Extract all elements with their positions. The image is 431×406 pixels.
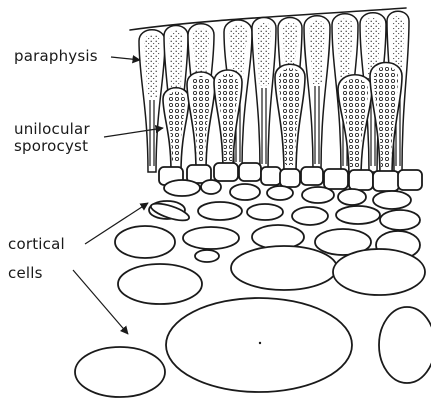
label-cortical: cortical [8, 235, 65, 253]
cortical-cell [115, 226, 175, 258]
sporocysts-group [163, 63, 402, 179]
cell-nucleus-dot [259, 342, 261, 344]
cortical-cell [302, 187, 334, 203]
basal-cell [324, 169, 348, 189]
cortical-cell [230, 184, 260, 200]
cortical-cell [75, 347, 165, 397]
label-sporocyst: sporocyst [14, 137, 88, 155]
cortical-cell [338, 189, 366, 205]
label-cells: cells [8, 264, 43, 282]
paraphysis-pointer [111, 57, 140, 60]
cortical-cell [164, 180, 200, 196]
paraphysis-stipple [257, 22, 271, 86]
basal-cell [214, 163, 238, 181]
cortical-cell [267, 186, 293, 200]
cortical-cell [336, 206, 380, 224]
basal-cell [239, 163, 261, 181]
basal-cell [373, 171, 399, 191]
cortical-cell [198, 202, 242, 220]
cortical-cell [118, 264, 202, 304]
paraphysis-stipple [169, 30, 183, 94]
cortical-cell [231, 246, 337, 290]
label-paraphysis: paraphysis [14, 47, 98, 65]
cortical-cell [183, 227, 239, 249]
cortical-cell [379, 307, 431, 383]
cortical-cell [292, 207, 328, 225]
basal-cell [398, 170, 422, 190]
label-unilocular: unilocular [14, 120, 90, 138]
basal-cell [280, 169, 300, 187]
cortical-cell [333, 249, 425, 295]
cortical-cell [373, 191, 411, 209]
cortical-cells-group [75, 180, 431, 397]
cortical-cell [166, 298, 352, 392]
basal-cell [261, 167, 281, 185]
cortical-cell [201, 180, 221, 194]
basal-cell [349, 170, 373, 190]
cortical-cell [247, 204, 283, 220]
basal-cell [301, 167, 323, 185]
cortical-cell [380, 210, 420, 230]
cortical-cell [195, 250, 219, 262]
